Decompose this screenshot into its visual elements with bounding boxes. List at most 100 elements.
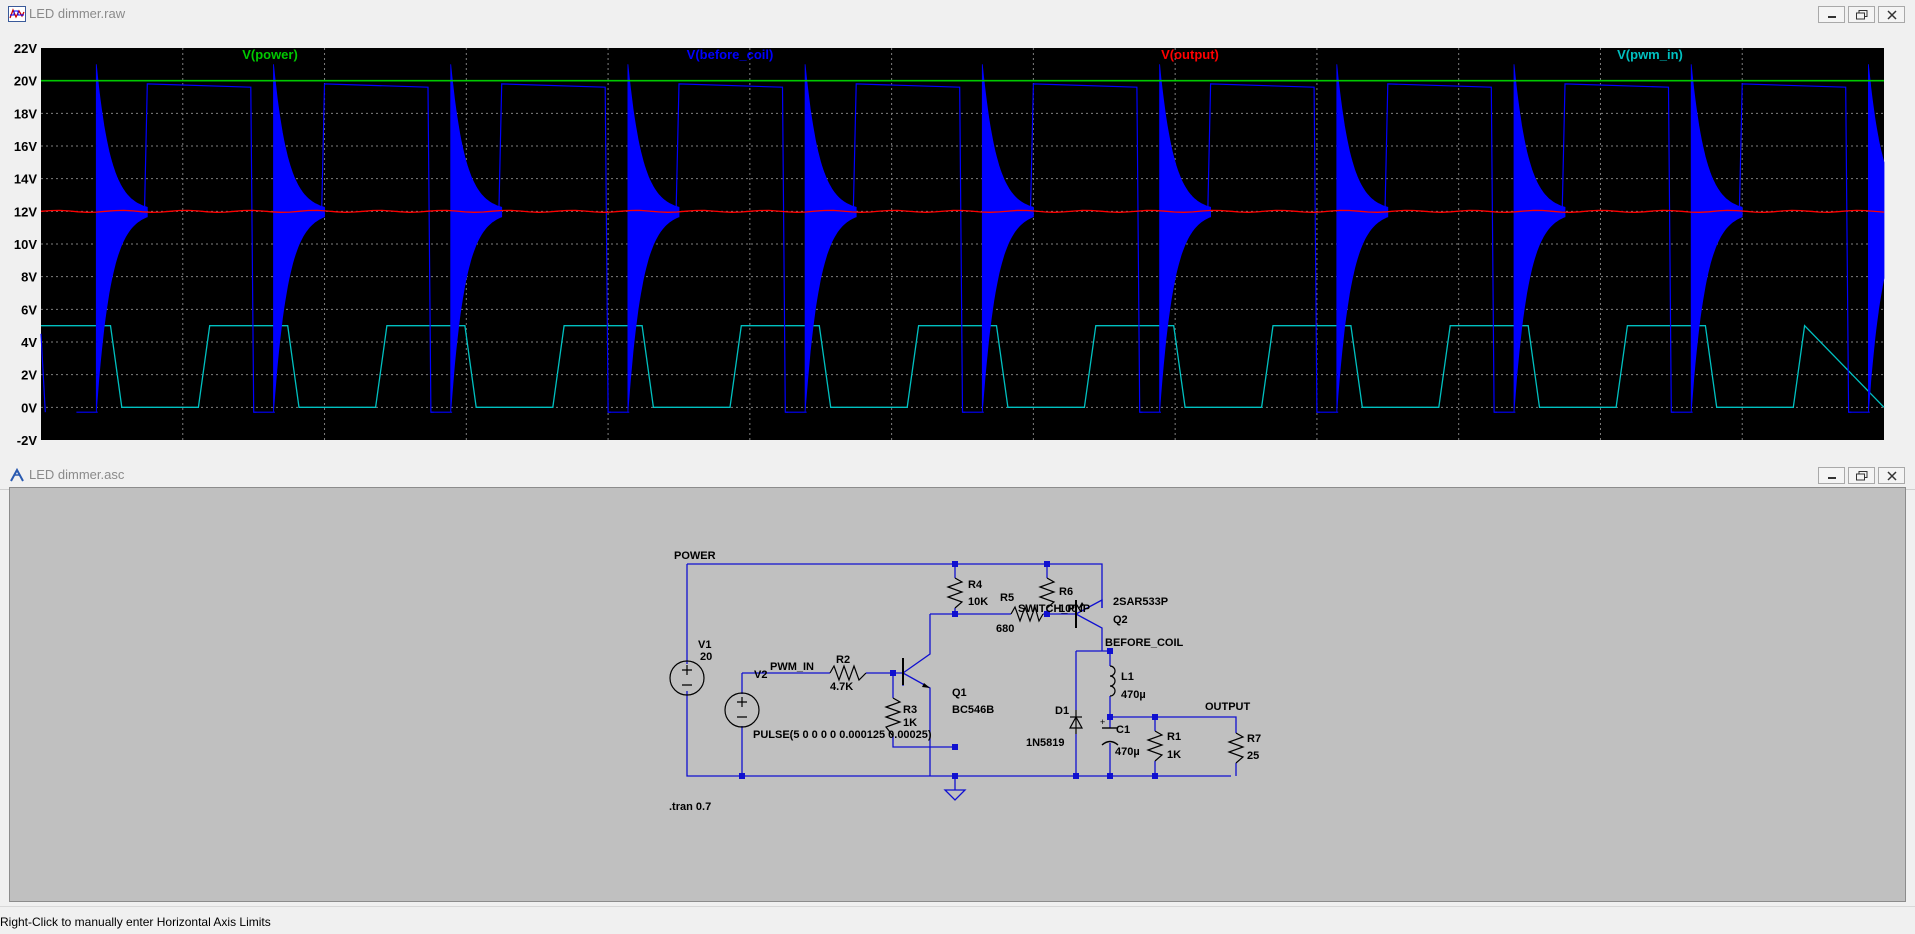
c1-name[interactable]: C1 bbox=[1116, 724, 1130, 736]
wire bbox=[686, 691, 1231, 777]
net-label-switch-pnp[interactable]: SWITCH_PNP bbox=[1018, 603, 1090, 615]
trace-before-coil bbox=[40, 64, 1885, 413]
trace-legend[interactable]: V(power) V(before_coil) V(output) V(pwm_in) bbox=[242, 47, 1683, 62]
r4-name[interactable]: R4 bbox=[968, 579, 983, 591]
r2-value[interactable]: 4.7K bbox=[830, 681, 853, 693]
schematic-window[interactable]: LED dimmer.asc bbox=[0, 461, 1915, 906]
minimize-button[interactable] bbox=[1818, 467, 1845, 484]
l1-value[interactable]: 470µ bbox=[1121, 689, 1146, 701]
schematic-drawing[interactable]: + POWER bbox=[10, 488, 1905, 901]
net-label-output[interactable]: OUTPUT bbox=[1205, 701, 1251, 713]
d1-value[interactable]: 1N5819 bbox=[1026, 737, 1065, 749]
y-tick-label: 10V bbox=[14, 237, 37, 252]
schematic-window-title: LED dimmer.asc bbox=[29, 467, 125, 482]
r6-name[interactable]: R6 bbox=[1059, 586, 1073, 598]
status-bar: Right-Click to manually enter Horizontal… bbox=[0, 906, 1915, 934]
wire bbox=[1075, 598, 1103, 615]
r4-value[interactable]: 10K bbox=[968, 596, 988, 608]
net-label-before-coil[interactable]: BEFORE_COIL bbox=[1105, 637, 1184, 649]
r1-name[interactable]: R1 bbox=[1167, 731, 1181, 743]
q1-emitter-arrow bbox=[922, 683, 930, 688]
y-tick-label: 4V bbox=[21, 335, 37, 350]
y-tick-label: 22V bbox=[14, 41, 37, 56]
waveform-plot[interactable]: 19.0ms19.2ms19.4ms19.6ms19.8ms20.0ms20.2… bbox=[0, 28, 1915, 446]
net-label-pwm-in[interactable]: PWM_IN bbox=[770, 661, 814, 673]
before-coil-ringing bbox=[1513, 64, 1566, 413]
q1-value[interactable]: BC546B bbox=[952, 704, 994, 716]
restore-button[interactable] bbox=[1848, 467, 1875, 484]
r1-value[interactable]: 1K bbox=[1167, 749, 1181, 761]
l1-name[interactable]: L1 bbox=[1121, 671, 1134, 683]
resistor-r3 bbox=[884, 697, 902, 737]
close-icon bbox=[1886, 9, 1897, 20]
net-label-power[interactable]: POWER bbox=[674, 550, 716, 562]
schematic-canvas[interactable]: + POWER bbox=[9, 487, 1906, 902]
axis-tick-labels: 19.0ms19.2ms19.4ms19.6ms19.8ms20.0ms20.2… bbox=[14, 41, 37, 446]
legend-entry[interactable]: V(before_coil) bbox=[687, 47, 774, 62]
pwm-in-line bbox=[41, 324, 1885, 408]
y-tick-label: 12V bbox=[14, 204, 37, 219]
waveform-window-titlebar[interactable]: LED dimmer.raw bbox=[0, 0, 1915, 29]
diode-d1[interactable] bbox=[1068, 710, 1084, 734]
plot-traces bbox=[40, 64, 1885, 413]
minimize-button[interactable] bbox=[1818, 6, 1845, 23]
capacitor-c1[interactable] bbox=[1101, 724, 1119, 746]
close-button[interactable] bbox=[1878, 467, 1905, 484]
voltage-source-v2[interactable] bbox=[724, 692, 760, 728]
output-line bbox=[40, 209, 1885, 213]
v2-value[interactable]: PULSE(5 0 0 0 0 0.000125 0.00025) bbox=[753, 729, 932, 741]
r7-value[interactable]: 25 bbox=[1247, 750, 1259, 762]
before-coil-ringing bbox=[1336, 64, 1389, 413]
v2-name[interactable]: V2 bbox=[754, 669, 767, 681]
wires bbox=[686, 563, 1237, 790]
legend-entry[interactable]: V(pwm_in) bbox=[1617, 47, 1683, 62]
r3-name[interactable]: R3 bbox=[903, 704, 917, 716]
minimize-icon bbox=[1827, 15, 1836, 18]
close-icon bbox=[1886, 470, 1897, 481]
before-coil-ringing bbox=[1868, 64, 1885, 413]
q1-name[interactable]: Q1 bbox=[952, 687, 967, 699]
d1-name[interactable]: D1 bbox=[1055, 705, 1069, 717]
r2-name[interactable]: R2 bbox=[836, 654, 850, 666]
legend-entry[interactable]: V(output) bbox=[1161, 47, 1219, 62]
resistor-symbols bbox=[829, 577, 1245, 764]
resistor-r5 bbox=[1010, 605, 1044, 623]
q2-value[interactable]: 2SAR533P bbox=[1113, 596, 1168, 608]
legend-entry[interactable]: V(power) bbox=[242, 47, 298, 62]
schematic-window-titlebar[interactable]: LED dimmer.asc bbox=[0, 461, 1915, 490]
resistor-r4 bbox=[946, 577, 964, 609]
restore-icon bbox=[1855, 470, 1867, 480]
before-coil-ringing bbox=[1690, 64, 1743, 413]
r6-value[interactable]: 100 bbox=[1059, 603, 1077, 615]
wire bbox=[902, 614, 931, 674]
waveform-window-title: LED dimmer.raw bbox=[29, 6, 126, 21]
v1-name[interactable]: V1 bbox=[698, 639, 711, 651]
voltage-source-v1[interactable] bbox=[669, 660, 705, 696]
r5-name[interactable]: R5 bbox=[1000, 592, 1014, 604]
before-coil-ringing bbox=[1159, 64, 1211, 413]
waveform-window[interactable]: LED dimmer.raw 19.0ms19.2ms19.4ms19.6ms1… bbox=[0, 0, 1915, 446]
q2-name[interactable]: Q2 bbox=[1113, 614, 1128, 626]
wire bbox=[687, 563, 1103, 608]
r7-name[interactable]: R7 bbox=[1247, 733, 1261, 745]
ground-icon bbox=[943, 789, 967, 801]
before-coil-ringing bbox=[95, 64, 148, 413]
c1-value[interactable]: 470µ bbox=[1115, 746, 1140, 758]
restore-icon bbox=[1855, 9, 1867, 19]
wire bbox=[892, 736, 955, 748]
c1-plus-mark: + bbox=[1100, 717, 1105, 727]
resistor-r7 bbox=[1227, 732, 1245, 764]
close-button[interactable] bbox=[1878, 6, 1905, 23]
before-coil-ringing bbox=[804, 64, 857, 413]
restore-button[interactable] bbox=[1848, 6, 1875, 23]
r3-value[interactable]: 1K bbox=[903, 717, 917, 729]
transistor-bodies bbox=[902, 600, 1077, 685]
v1-value[interactable]: 20 bbox=[700, 651, 712, 663]
waveform-icon bbox=[8, 6, 26, 22]
tran-directive[interactable]: .tran 0.7 bbox=[669, 801, 711, 813]
y-tick-label: 6V bbox=[21, 302, 37, 317]
wire bbox=[930, 608, 956, 615]
q2-emitter-arrow bbox=[1078, 602, 1084, 609]
status-text: Right-Click to manually enter Horizontal… bbox=[0, 915, 271, 929]
r5-value[interactable]: 680 bbox=[996, 623, 1014, 635]
